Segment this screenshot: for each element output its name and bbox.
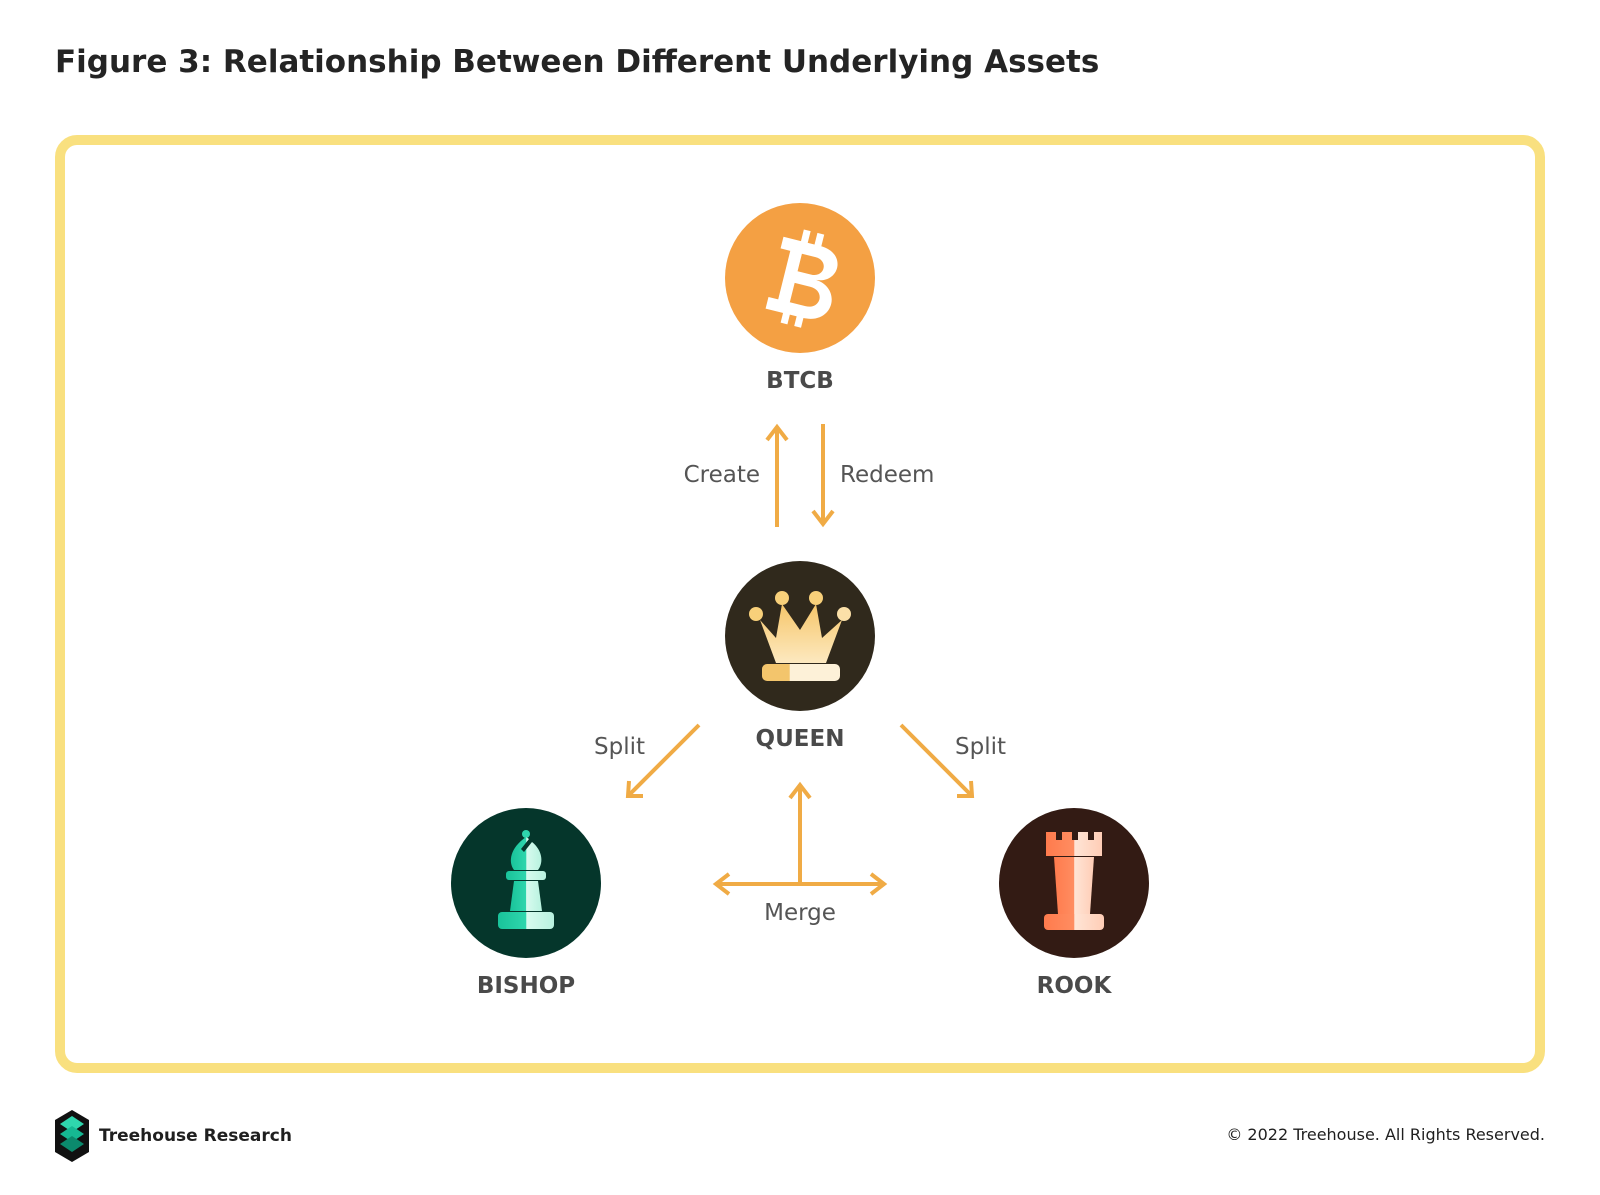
rook-chess-icon (1044, 832, 1104, 930)
split-left-arrow (625, 723, 701, 798)
redeem-label: Redeem (840, 462, 934, 488)
figure-title: Figure 3: Relationship Between Different… (55, 44, 1100, 80)
bishop-node: BISHOP (451, 808, 601, 999)
bishop-chess-icon (498, 830, 554, 929)
copyright-text: © 2022 Treehouse. All Rights Reserved. (1226, 1125, 1545, 1144)
queen-node: QUEEN (725, 561, 875, 752)
treehouse-logo-icon (55, 1110, 89, 1162)
split-right-arrow (899, 723, 975, 798)
crown-icon (749, 591, 851, 681)
bitcoin-icon (765, 229, 838, 328)
create-arrow (765, 423, 789, 527)
bishop-label: BISHOP (477, 973, 575, 999)
merge-label: Merge (764, 900, 836, 926)
merge-arrow (712, 781, 888, 896)
btcb-node: BTCB (725, 203, 875, 394)
split-left-label: Split (594, 734, 645, 760)
create-label: Create (684, 462, 760, 488)
footer-brand: Treehouse Research (55, 1110, 292, 1162)
btcb-label: BTCB (766, 368, 834, 394)
split-right-label: Split (955, 734, 1006, 760)
rook-label: ROOK (1037, 973, 1113, 999)
brand-name: Treehouse Research (99, 1126, 292, 1146)
redeem-arrow (811, 424, 835, 528)
rook-node: ROOK (999, 808, 1149, 999)
queen-label: QUEEN (756, 726, 845, 752)
